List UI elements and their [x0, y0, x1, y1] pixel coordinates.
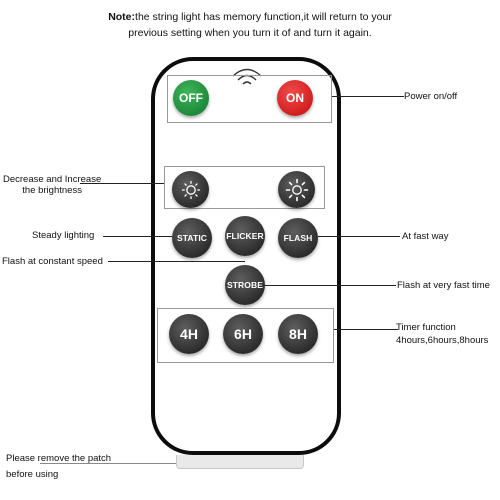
brightness-label-line-2: the brightness — [22, 185, 82, 196]
flash-button-label: FLASH — [283, 233, 313, 243]
brightness-button-group — [164, 166, 325, 209]
brightness-label: Decrease and Increase the brightness — [3, 174, 101, 196]
flicker-button-label: FLICKER — [226, 231, 264, 241]
strobe-button-label: STROBE — [226, 280, 264, 290]
timer-label-line-1: Timer function — [396, 322, 456, 333]
patch-label-line-1: Please remove the patch — [6, 453, 112, 464]
static-button-label: STATIC — [176, 233, 208, 243]
battery-patch — [176, 455, 304, 469]
memory-note: Note:the string light has memory functio… — [0, 9, 500, 41]
timer-4h-label: 4H — [180, 326, 198, 342]
note-prefix: Note: — [108, 11, 136, 23]
off-button-label: OFF — [179, 91, 203, 105]
flash-button[interactable]: FLASH — [278, 218, 318, 258]
timer-8h-label: 8H — [289, 326, 307, 342]
brightness-up-button[interactable] — [278, 171, 315, 208]
fast-label: At fast way — [402, 231, 449, 242]
static-button[interactable]: STATIC — [172, 218, 212, 258]
sun-dim-icon — [181, 180, 200, 199]
note-line-1: the string light has memory function,it … — [135, 11, 392, 23]
fast-callout-line — [318, 236, 400, 237]
timer-callout-line — [334, 329, 398, 330]
brightness-callout-line — [80, 183, 164, 184]
timer-4h-button[interactable]: 4H — [169, 314, 209, 354]
patch-callout-line — [40, 463, 176, 464]
sun-bright-icon — [285, 178, 308, 201]
timer-button-group — [157, 308, 334, 363]
timer-label-line-2: 4hours,6hours,8hours — [396, 335, 489, 346]
very-fast-callout-line — [265, 285, 396, 286]
brightness-down-button[interactable] — [172, 171, 209, 208]
steady-label: Steady lighting — [32, 230, 95, 241]
timer-label: Timer function 4hours,6hours,8hours — [396, 322, 488, 346]
note-line-2: previous setting when you turn it of and… — [128, 27, 372, 39]
on-button[interactable]: ON — [277, 80, 313, 116]
flash-constant-label: Flash at constant speed — [2, 256, 103, 267]
flash-constant-callout-line — [108, 261, 245, 262]
power-label: Power on/off — [404, 91, 458, 102]
patch-label: Please remove the patch before using — [6, 452, 111, 482]
power-callout-line — [332, 96, 404, 97]
brightness-label-line-1: Decrease and Increase — [3, 174, 102, 185]
strobe-button[interactable]: STROBE — [225, 265, 265, 305]
on-button-label: ON — [286, 91, 304, 105]
timer-6h-label: 6H — [234, 326, 252, 342]
off-button[interactable]: OFF — [173, 80, 209, 116]
very-fast-label: Flash at very fast time — [397, 280, 490, 291]
flicker-button[interactable]: FLICKER — [225, 216, 265, 256]
power-button-group — [167, 75, 332, 123]
patch-label-line-2: before using — [6, 469, 59, 480]
timer-8h-button[interactable]: 8H — [278, 314, 318, 354]
steady-callout-line — [103, 236, 172, 237]
timer-6h-button[interactable]: 6H — [223, 314, 263, 354]
